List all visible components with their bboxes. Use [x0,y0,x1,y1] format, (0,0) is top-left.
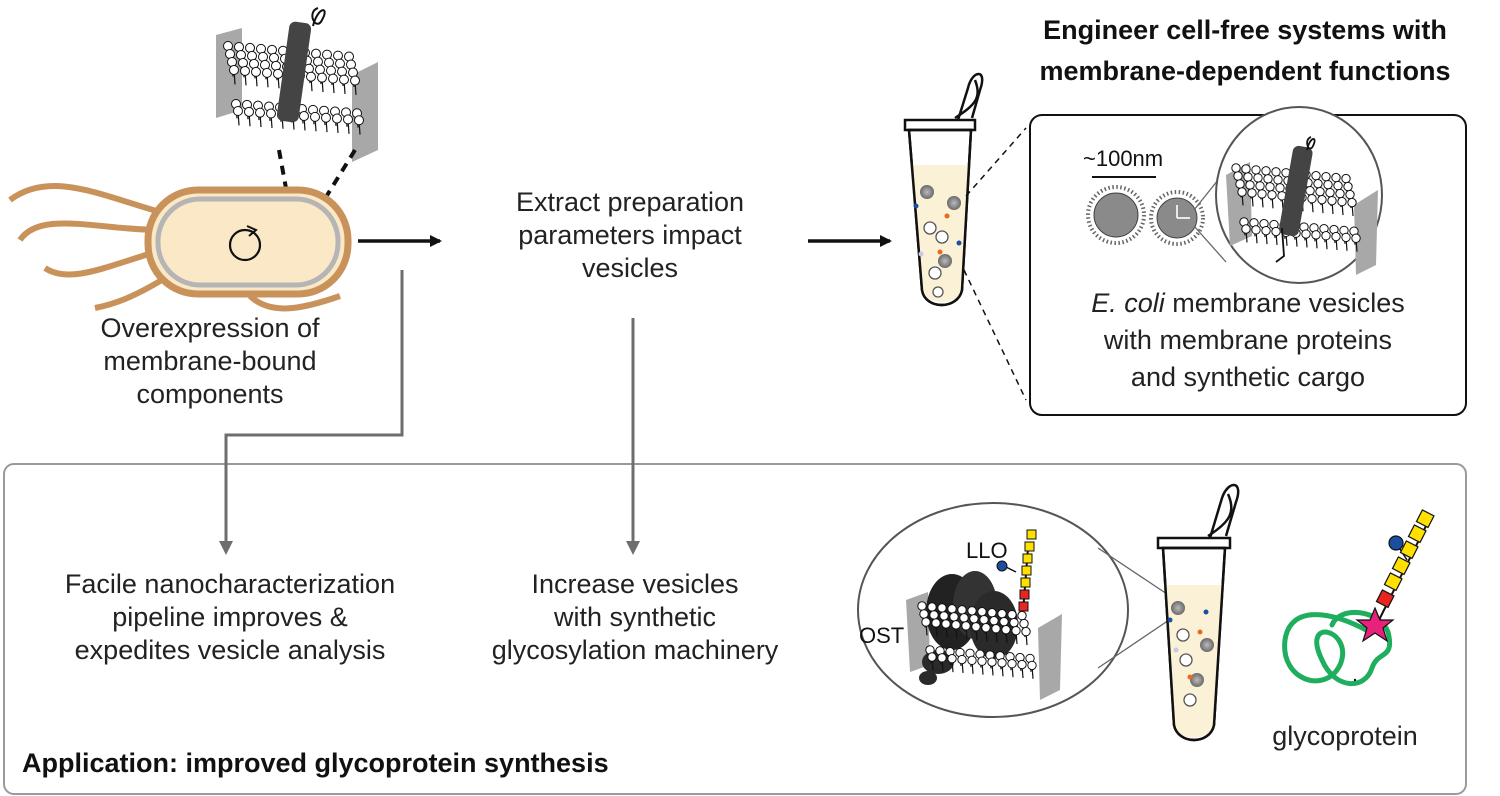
cell-free-tube-application [1156,483,1240,742]
vesicle-description-line3: and synthetic cargo [1130,362,1366,392]
arrow-cell-to-nanochar [219,270,404,555]
glycoprotein-illustration [1282,509,1435,686]
vesicle-description-rest: membrane vesicles [1164,288,1405,318]
ecoli-cell-illustration [8,183,352,312]
nanocharacterization-label: Facile nanocharacterization pipeline imp… [64,569,396,665]
scale-bar-label: ~100nm [1083,146,1164,171]
cell-free-tube-top [903,72,1027,401]
application-title: Application: improved glycoprotein synth… [22,748,609,778]
llo-label: LLO [966,538,1008,563]
ost-label: OST [859,623,905,648]
overexpression-label: Overexpression of membrane-bound compone… [100,313,320,409]
glycoprotein-label: glycoprotein [1272,721,1418,751]
vesicle-description-line2: with membrane proteins [1103,325,1393,355]
diagram-title-line1: Engineer cell-free systems with [1043,15,1447,45]
membrane-zoom-illustration [216,7,378,212]
vesicle-description-line1: E. coli membrane vesicles [1035,287,1461,320]
diagram-title-line2: membrane-dependent functions [1039,56,1451,86]
extract-parameters-label: Extract preparation parameters impact ve… [515,187,745,283]
glycosylation-machinery-label: Increase vesicles with synthetic glycosy… [491,569,779,665]
ecoli-italic: E. coli [1091,288,1165,318]
glycosylation-zoom-illustration [857,502,1173,718]
vesicle-panel-illustration [1086,106,1383,284]
application-box [3,463,1467,795]
